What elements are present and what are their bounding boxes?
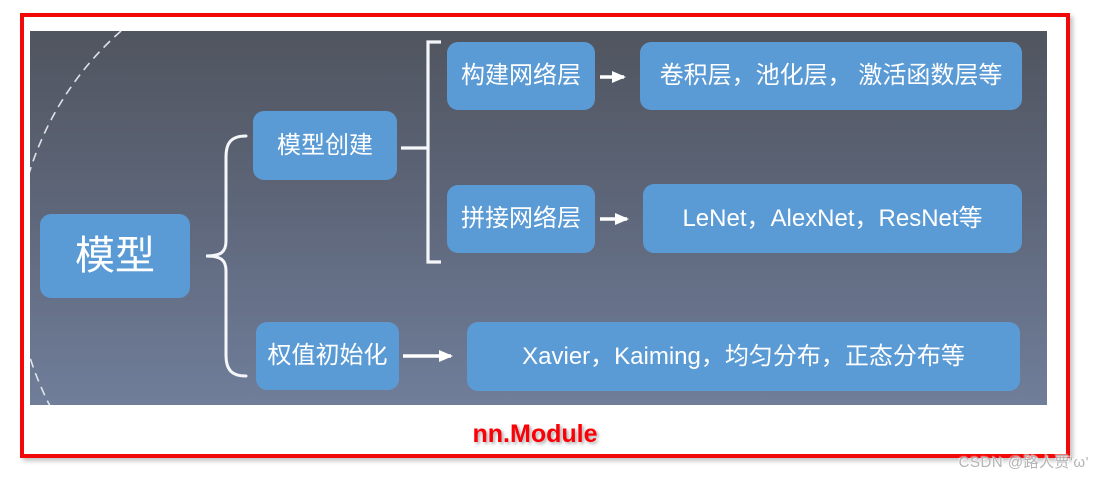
node-weight-init: 权值初始化	[256, 322, 399, 390]
red-border-frame	[20, 13, 1070, 458]
node-build-network-layers: 构建网络层	[447, 42, 595, 110]
node-model-create: 模型创建	[253, 111, 397, 180]
node-concat-layers-examples: LeNet，AlexNet，ResNet等	[643, 184, 1022, 253]
node-model: 模型	[40, 214, 190, 298]
node-build-layers-examples: 卷积层，池化层， 激活函数层等	[640, 42, 1022, 110]
node-concat-network-layers: 拼接网络层	[447, 185, 595, 253]
node-weight-init-examples: Xavier，Kaiming，均匀分布，正态分布等	[467, 322, 1020, 391]
csdn-watermark: CSDN @路人贾'ω'	[958, 454, 1089, 471]
caption-nn-module: nn.Module	[472, 420, 598, 448]
